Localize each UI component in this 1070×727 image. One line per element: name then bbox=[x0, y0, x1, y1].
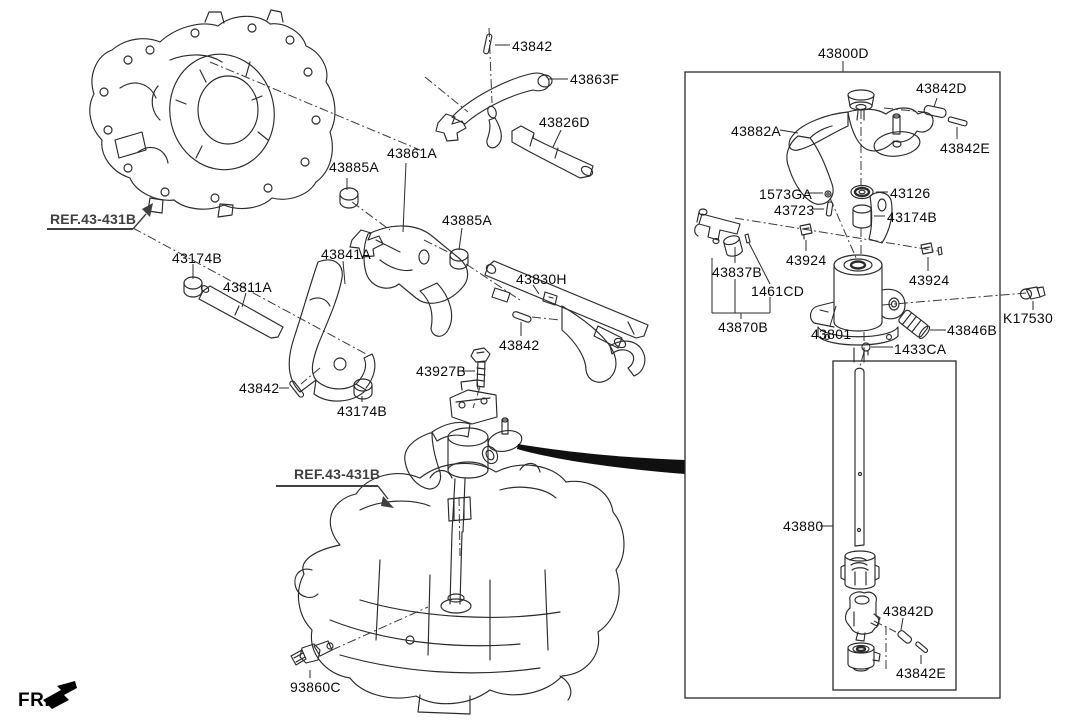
shift-rail-43830H bbox=[484, 260, 649, 383]
fr-direction-label: FR. bbox=[18, 690, 51, 711]
plug-43846B bbox=[898, 309, 931, 339]
part-label-1573GA: 1573GA bbox=[759, 186, 813, 202]
pin-43842D-top bbox=[923, 104, 947, 119]
ref-label-arrows bbox=[47, 203, 394, 508]
detail-callout-swoosh bbox=[517, 444, 685, 474]
shift-fork-43841A bbox=[288, 259, 376, 402]
part-label-43846B: 43846B bbox=[947, 322, 998, 338]
part-label-93860C: 93860C bbox=[290, 679, 341, 695]
bolt-43927B bbox=[470, 347, 491, 388]
detail-panel-43800D bbox=[684, 61, 1001, 699]
part-label-43801: 43801 bbox=[811, 326, 852, 342]
bushing-43885A-left bbox=[339, 187, 359, 209]
part-label-43811A: 43811A bbox=[223, 279, 273, 295]
pin-43842-top bbox=[483, 33, 493, 55]
part-label-43800D: 43800D bbox=[818, 45, 869, 61]
part-label-43861A: 43861A bbox=[387, 145, 438, 161]
part-label-43842-mid: 43842 bbox=[499, 337, 540, 353]
leader-lines bbox=[192, 44, 1034, 678]
part-label-43882A: 43882A bbox=[731, 123, 782, 139]
part-label-43842E-top: 43842E bbox=[940, 140, 991, 156]
part-label-43885A-left: 43885A bbox=[329, 159, 380, 175]
pin-43842D-inner bbox=[897, 630, 913, 644]
pin-43723 bbox=[825, 201, 834, 217]
shaft-clamp bbox=[844, 591, 881, 642]
bushing-43174B-panel bbox=[852, 204, 872, 229]
part-label-43842D-top: 43842D bbox=[916, 80, 967, 96]
part-label-1433CA: 1433CA bbox=[894, 341, 947, 357]
bushing-43837B bbox=[723, 235, 743, 257]
part-label-43842D-inner: 43842D bbox=[883, 603, 934, 619]
pin-43842E-top bbox=[947, 116, 968, 127]
part-label-43837B: 43837B bbox=[712, 264, 763, 280]
part-label-43830H: 43830H bbox=[516, 271, 567, 287]
part-label-43924-left: 43924 bbox=[786, 252, 827, 268]
projection-lines bbox=[132, 27, 1027, 670]
part-label-43723: 43723 bbox=[774, 202, 815, 218]
shift-lever-assembly-center bbox=[404, 379, 523, 614]
ref-label-mid: REF.43-431B bbox=[294, 466, 381, 482]
ball-1573GA bbox=[824, 190, 832, 198]
lever-bracket-43801 bbox=[809, 191, 906, 363]
clip-43924-left bbox=[799, 223, 813, 240]
pin-43842-mid bbox=[512, 311, 532, 323]
part-label-43880: 43880 bbox=[783, 518, 824, 534]
part-label-43174B-bottom: 43174B bbox=[337, 403, 388, 419]
pin-1461CD bbox=[744, 233, 751, 244]
fr-direction-arrow-icon bbox=[43, 681, 77, 709]
part-label-43126: 43126 bbox=[890, 185, 931, 201]
bracket-43870B bbox=[694, 208, 741, 245]
part-label-43924-right: 43924 bbox=[909, 272, 950, 288]
part-label-K17530: K17530 bbox=[1003, 310, 1054, 326]
part-label-43174B-midleft: 43174B bbox=[172, 250, 223, 266]
shaft-socket bbox=[847, 642, 881, 672]
control-shaft-43880 bbox=[854, 367, 865, 547]
shift-rail-43811A bbox=[198, 285, 284, 339]
ref-label-top: REF.43-431B bbox=[50, 211, 137, 227]
shift-fork-43863F bbox=[435, 72, 553, 149]
part-label-43842-top: 43842 bbox=[512, 38, 553, 54]
transmission-housing-bottom bbox=[294, 462, 625, 715]
shift-fork-43861A bbox=[349, 225, 469, 337]
part-label-43842E-inner: 43842E bbox=[896, 665, 947, 681]
transmission-housing-top bbox=[89, 9, 336, 218]
part-label-43863F: 43863F bbox=[570, 71, 620, 87]
part-label-43842-bottom: 43842 bbox=[239, 380, 280, 396]
clip-43924-right bbox=[920, 242, 943, 256]
part-label-43927B: 43927B bbox=[416, 363, 467, 379]
sensor-93860C bbox=[290, 640, 334, 666]
shaft-sleeve bbox=[840, 550, 880, 590]
shift-lever-43882A bbox=[786, 89, 934, 205]
part-label-43826D: 43826D bbox=[539, 114, 590, 130]
part-label-43841A: 43841A bbox=[321, 246, 372, 262]
part-label-43174B-panel: 43174B bbox=[887, 209, 938, 225]
bushing-43174B-bottom bbox=[353, 378, 373, 400]
ball-stud-1433CA bbox=[861, 342, 871, 356]
washer-43126 bbox=[850, 184, 874, 200]
pin-43842E-inner bbox=[915, 641, 929, 654]
shift-rail-43826D bbox=[511, 125, 594, 179]
part-label-43870B: 43870B bbox=[718, 319, 769, 335]
part-label-43885A-right: 43885A bbox=[442, 212, 493, 228]
part-label-1461CD: 1461CD bbox=[751, 283, 805, 299]
bolt-K17530 bbox=[1019, 286, 1046, 300]
pin-43842-bottomleft bbox=[289, 380, 305, 398]
bushing-43174B-midleft bbox=[183, 276, 203, 298]
